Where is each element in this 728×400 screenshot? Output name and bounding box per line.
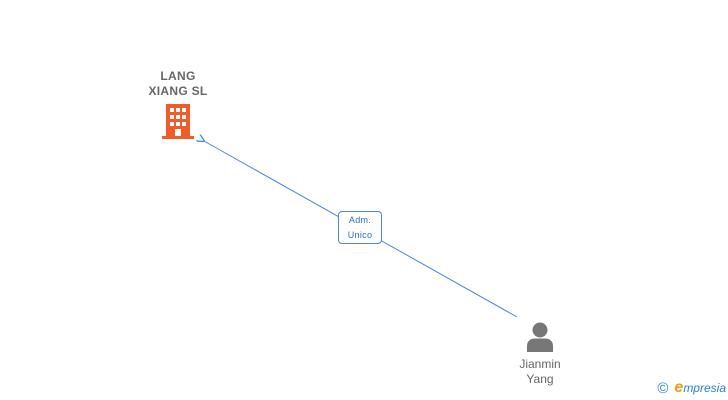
brand-watermark: © e mpresia [657,379,726,397]
person-node[interactable]: Jianmin Yang [500,321,580,387]
person-icon [527,322,553,352]
person-name: Jianmin Yang [500,357,580,387]
relation-label-line1: Adm. [348,215,372,225]
relation-label[interactable]: Adm. Unico [338,211,382,244]
brand-name: mpresia [683,381,726,395]
person-name-line2: Yang [526,372,554,386]
person-name-line1: Jianmin [519,357,561,371]
building-icon [162,104,194,139]
company-name-line1: LANG [160,69,196,83]
relation-label-line2: Unico [347,230,373,240]
company-name-line2: XIANG SL [148,84,208,98]
company-node[interactable]: LANG XIANG SL [128,69,228,140]
brand-initial: e [674,379,684,396]
company-name: LANG XIANG SL [128,69,228,99]
copyright-icon: © [657,379,669,397]
